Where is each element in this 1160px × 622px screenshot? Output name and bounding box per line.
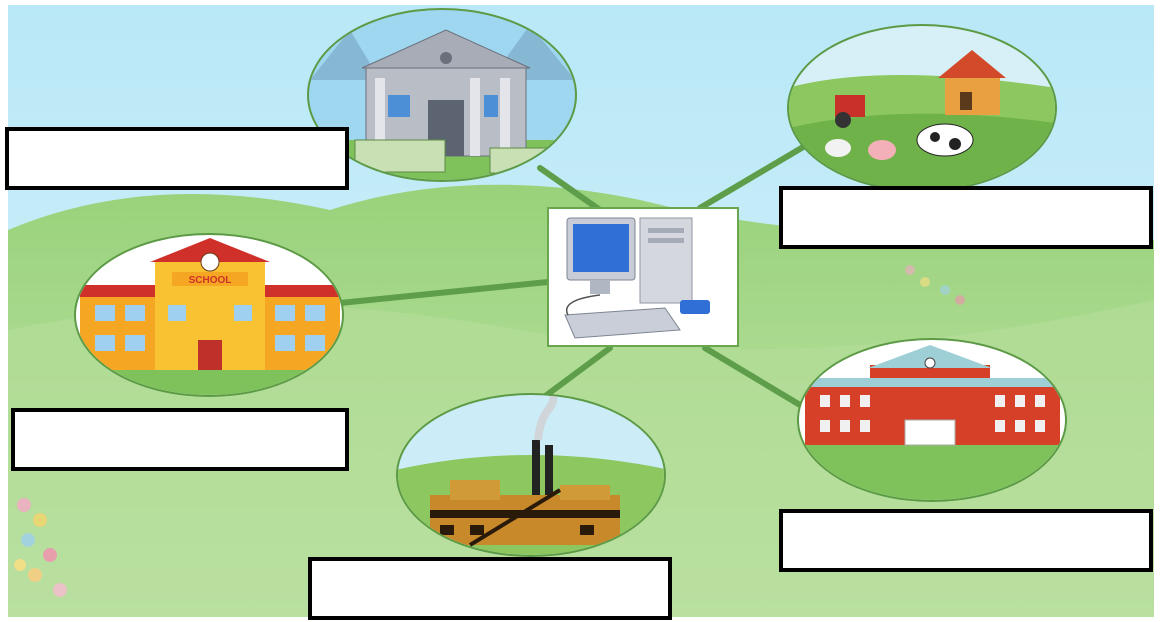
hospital-building-icon	[805, 345, 1060, 446]
connector-factory	[537, 345, 613, 403]
bank-building-icon	[361, 29, 531, 157]
label-box-school[interactable]	[11, 408, 349, 471]
farm-icon	[825, 50, 1006, 160]
label-box-factory[interactable]	[308, 557, 672, 620]
node-bank	[307, 8, 577, 182]
svg-text:SCHOOL: SCHOOL	[189, 275, 232, 286]
connector-farm	[697, 137, 818, 211]
school-building-icon: SCHOOL	[80, 238, 340, 370]
connectors	[337, 137, 818, 408]
center-computer-node	[547, 207, 739, 347]
flower-patch-right	[905, 265, 965, 305]
connector-hospital	[702, 345, 803, 408]
desktop-computer-icon	[564, 217, 710, 339]
factory-icon	[430, 395, 620, 547]
node-factory	[396, 393, 666, 557]
label-box-hospital[interactable]	[779, 509, 1153, 572]
label-box-farm[interactable]	[779, 186, 1153, 249]
flower-patch-left	[14, 498, 67, 597]
connector-bank	[537, 165, 603, 213]
connector-school	[337, 279, 551, 306]
label-box-bank[interactable]	[5, 127, 349, 190]
